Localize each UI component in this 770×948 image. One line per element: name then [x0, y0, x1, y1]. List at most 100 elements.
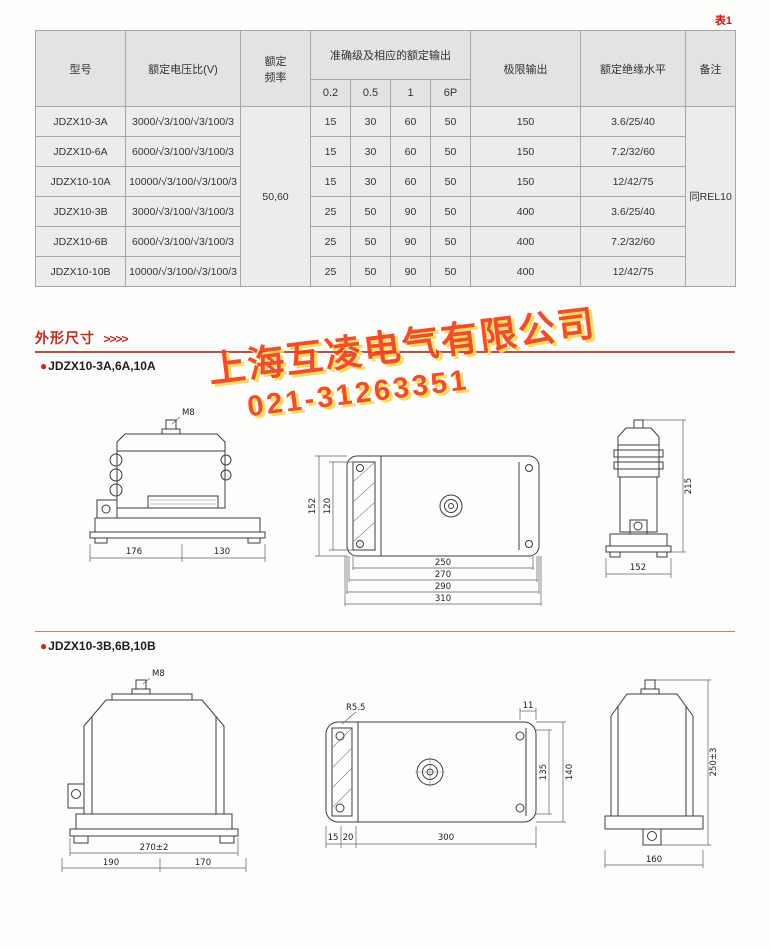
cell-limit: 400: [470, 226, 581, 257]
cell-model: JDZX10-10A: [35, 166, 126, 197]
bullet-icon: ●: [40, 359, 48, 373]
cell-ratio: 10000/√3/100/√3/100/3: [125, 166, 241, 197]
cell-class-6p: 50: [430, 136, 471, 167]
thread-label: M8: [152, 669, 165, 679]
cell-ratio: 6000/√3/100/√3/100/3: [125, 226, 241, 257]
a-top-dimensions: 152 120 250 270 290 310: [308, 455, 542, 606]
subsection-label-b: ●JDZX10-3B,6B,10B: [40, 639, 156, 653]
dim-label: 152: [308, 498, 318, 514]
cell-class-1: 90: [390, 226, 431, 257]
dim-label: 176: [126, 547, 142, 557]
table-row: JDZX10-3A 3000/√3/100/√3/100/3 50,60 15 …: [35, 106, 736, 287]
cell-ratio: 6000/√3/100/√3/100/3: [125, 136, 241, 167]
subsection-a-text: JDZX10-3A,6A,10A: [48, 359, 156, 373]
b-side-dimensions: 250±3 160: [604, 679, 719, 868]
subsection-b-text: JDZX10-3B,6B,10B: [48, 639, 156, 653]
cell-class-02: 15: [310, 136, 351, 167]
drawing-b-top-view: R5.5 11 135 140 15 20 300: [325, 701, 575, 848]
col-header-class-02: 0.2: [310, 79, 351, 107]
cell-class-1: 90: [390, 196, 431, 227]
cell-insulation: 3.6/25/40: [580, 106, 686, 137]
cell-class-1: 60: [390, 166, 431, 197]
cell-class-05: 50: [350, 256, 391, 287]
cell-limit: 400: [470, 196, 581, 227]
thread-label: M8: [182, 408, 195, 418]
cell-insulation: 12/42/75: [580, 166, 686, 197]
cell-model: JDZX10-6A: [35, 136, 126, 167]
dim-label: 290: [435, 582, 451, 592]
cell-remarks: 同REL10: [685, 106, 736, 287]
a-front-dimensions: M8 176 130: [89, 408, 266, 562]
col-header-insulation: 额定绝缘水平: [580, 30, 686, 107]
cell-class-05: 50: [350, 196, 391, 227]
dim-label: 140: [565, 764, 575, 780]
watermark-company: 上海互凌电气有限公司: [206, 302, 599, 391]
dim-label: 270: [435, 570, 451, 580]
dim-label: 135: [539, 764, 549, 780]
table-row: JDZX10-10B 10000/√3/100/√3/100/3 25 50 9…: [35, 256, 736, 287]
cell-limit: 400: [470, 256, 581, 287]
cell-class-1: 60: [390, 106, 431, 137]
dim-label: 250: [435, 558, 451, 568]
dim-label: 120: [323, 498, 333, 514]
a-front-body: [89, 416, 266, 544]
cell-class-6p: 50: [430, 166, 471, 197]
drawing-b-side-view: 250±3 160: [604, 679, 719, 868]
cell-class-05: 50: [350, 226, 391, 257]
cell-class-02: 25: [310, 256, 351, 287]
subsection-label-a: ●JDZX10-3A,6A,10A: [40, 359, 156, 373]
cell-class-6p: 50: [430, 196, 471, 227]
b-side-body: [604, 679, 704, 846]
dim-label: 20: [343, 833, 354, 843]
cell-class-05: 30: [350, 106, 391, 137]
cell-model: JDZX10-3A: [35, 106, 126, 137]
section-title: 外形尺寸: [35, 330, 95, 346]
drawing-a-side-view: 215 152: [605, 419, 694, 578]
a-side-body: [605, 419, 672, 558]
cell-limit: 150: [470, 136, 581, 167]
col-header-class-1: 1: [390, 79, 431, 107]
dim-label: 215: [684, 478, 694, 494]
table-row: JDZX10-6A 6000/√3/100/√3/100/3 15 30 60 …: [35, 136, 736, 167]
a-top-body: [346, 455, 540, 557]
b-top-body: [325, 721, 537, 823]
cell-insulation: 3.6/25/40: [580, 196, 686, 227]
cell-class-02: 15: [310, 166, 351, 197]
cell-insulation: 12/42/75: [580, 256, 686, 287]
cell-ratio: 3000/√3/100/√3/100/3: [125, 196, 241, 227]
cell-limit: 150: [470, 166, 581, 197]
dim-label: 130: [214, 547, 230, 557]
col-header-frequency: 额定 频率: [240, 30, 311, 107]
col-header-limit: 极限输出: [470, 30, 581, 107]
dim-label: 250±3: [709, 748, 719, 777]
col-header-ratio: 额定电压比(V): [125, 30, 241, 107]
cell-insulation: 7.2/32/60: [580, 226, 686, 257]
cell-class-1: 60: [390, 136, 431, 167]
cell-model: JDZX10-6B: [35, 226, 126, 257]
dim-label: 160: [646, 855, 662, 865]
cell-frequency: 50,60: [240, 106, 311, 287]
table-subheader-row: 0.2 0.5 1 6P: [36, 79, 736, 107]
table-header-row: 型号 额定电压比(V) 额定 频率 准确级及相应的额定输出 极限输出 额定绝缘水…: [35, 30, 736, 107]
dim-label: 310: [435, 594, 451, 604]
table-row: JDZX10-6B 6000/√3/100/√3/100/3 25 50 90 …: [35, 226, 736, 257]
cell-class-02: 25: [310, 196, 351, 227]
cell-class-6p: 50: [430, 106, 471, 137]
section-header: 外形尺寸 >>>>: [35, 328, 128, 348]
dim-label: 300: [438, 833, 454, 843]
section-divider: [35, 351, 735, 353]
drawing-a-top-view: 152 120 250 270 290 310: [308, 455, 542, 606]
table-row: JDZX10-10A 10000/√3/100/√3/100/3 15 30 6…: [35, 166, 736, 197]
cell-ratio: 10000/√3/100/√3/100/3: [125, 256, 241, 287]
cell-class-05: 30: [350, 136, 391, 167]
dim-label: 152: [630, 563, 646, 573]
dim-label: 190: [103, 858, 119, 868]
cell-class-02: 15: [310, 106, 351, 137]
cell-class-1: 90: [390, 256, 431, 287]
col-header-remarks: 备注: [685, 30, 736, 107]
cell-model: JDZX10-3B: [35, 196, 126, 227]
watermark-phone: 021-31263351: [245, 364, 471, 424]
cell-class-02: 25: [310, 226, 351, 257]
b-front-body: [67, 677, 239, 844]
